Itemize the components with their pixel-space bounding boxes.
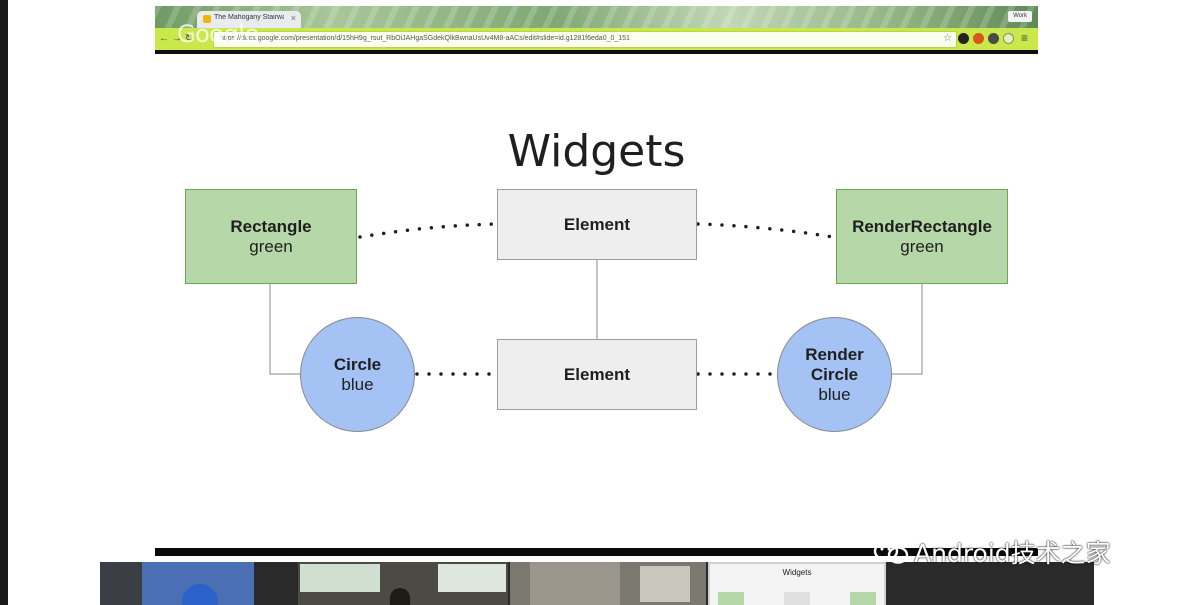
box-name: RenderRectangle (852, 216, 992, 236)
element-box-top: Element (497, 189, 697, 260)
tab-close-icon[interactable]: × (290, 13, 296, 23)
slides-favicon-icon (203, 15, 211, 23)
element-box-bottom: Element (497, 339, 697, 410)
tab-title: The Mahogany Stairwa... (214, 14, 284, 21)
google-logo-overlay: Google (177, 20, 259, 48)
participant-strip: Widgets (100, 562, 1094, 605)
slide-canvas: Widgets Rectangle green Element RenderRe… (155, 56, 1038, 547)
toolbar: ←→↻ https://docs.google.com/presentation… (155, 28, 1038, 50)
back-icon[interactable]: ← (159, 33, 172, 44)
extension-icon[interactable] (958, 33, 969, 44)
menu-icon[interactable]: ≡ (1021, 31, 1029, 45)
circle-widget: Circle blue (300, 317, 415, 432)
browser-tab[interactable]: The Mahogany Stairwa... × (197, 11, 301, 28)
tab-strip: The Mahogany Stairwa... × Work (155, 6, 1038, 28)
avatar (182, 584, 218, 605)
forward-icon[interactable]: → (172, 33, 185, 44)
nav-buttons: ←→↻ (159, 33, 196, 44)
wechat-icon (872, 538, 914, 566)
circle-name-line1: Render (805, 344, 864, 364)
extension-icon[interactable] (973, 33, 984, 44)
circle-color: blue (818, 384, 851, 404)
box-color: green (900, 236, 944, 256)
extension-icon[interactable] (988, 33, 999, 44)
shared-screen-thumbnail[interactable]: Widgets (708, 562, 886, 605)
dotted-connector (696, 222, 835, 239)
address-bar[interactable]: https://docs.google.com/presentation/d/1… (213, 31, 957, 48)
browser-window: The Mahogany Stairwa... × Work ←→↻ https… (155, 6, 1038, 54)
presenter (390, 588, 410, 605)
render-rectangle-box: RenderRectangle green (836, 189, 1008, 284)
box-name: Rectangle (230, 216, 312, 236)
participant-thumbnail[interactable] (100, 562, 254, 605)
extension-icon[interactable] (1003, 33, 1014, 44)
watermark: Android技术之家 (872, 535, 1111, 569)
watermark-text: Android技术之家 (914, 539, 1111, 568)
reload-icon[interactable]: ↻ (185, 33, 197, 44)
bookmark-star-icon[interactable]: ☆ (943, 33, 952, 44)
screen-edge (0, 0, 8, 605)
box-color: green (249, 236, 293, 256)
mini-slide-title: Widgets (782, 568, 812, 577)
url-text: https://docs.google.com/presentation/d/1… (220, 35, 630, 42)
slide-bottom-border (155, 548, 1038, 556)
rectangle-widget-box: Rectangle green (185, 189, 357, 284)
slide-title: Widgets (507, 126, 686, 177)
circle-color: blue (341, 374, 374, 394)
render-circle-widget: Render Circle blue (777, 317, 892, 432)
solid-connector (892, 283, 923, 375)
box-name: Element (563, 364, 631, 384)
profile-button[interactable]: Work (1008, 11, 1032, 22)
solid-connector (269, 283, 300, 375)
dotted-connector (358, 222, 497, 239)
circle-name: Circle (333, 354, 382, 374)
connector-lines (269, 222, 923, 376)
participant-thumbnail[interactable] (298, 562, 508, 605)
circle-name-line2: Circle (810, 364, 859, 384)
box-name: Element (563, 214, 631, 234)
participant-thumbnail[interactable] (510, 562, 706, 605)
